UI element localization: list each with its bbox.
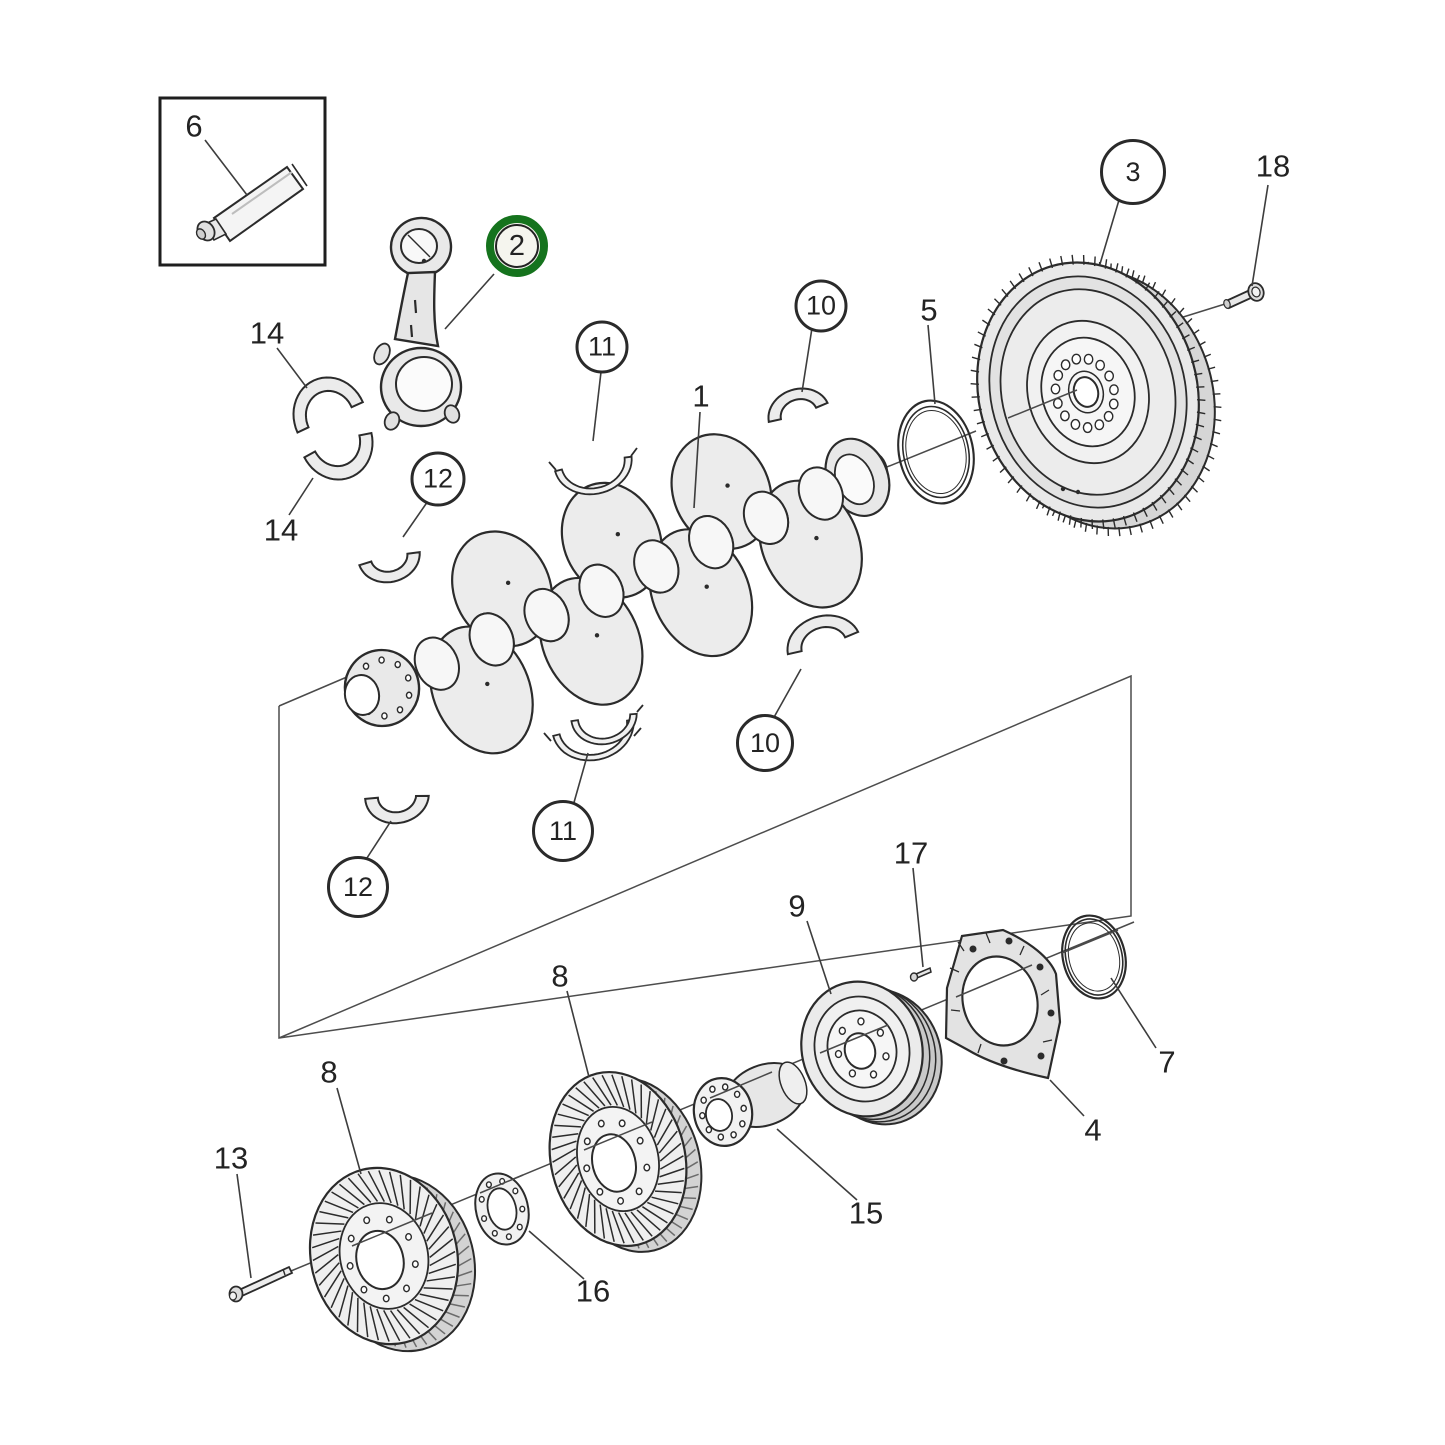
callout-8[interactable]: 8 (320, 1057, 337, 1088)
reference-plane-outline (278, 674, 1132, 1039)
leader-lines (204, 139, 1269, 1280)
callout-13[interactable]: 13 (214, 1143, 248, 1174)
callout-17[interactable]: 17 (894, 838, 928, 869)
rear-seal-ring (897, 399, 975, 505)
callout-number: 16 (575, 1273, 611, 1309)
callout-9[interactable]: 9 (788, 891, 805, 922)
front-seal-ring (1061, 914, 1127, 1000)
callout-number: 10 (805, 290, 837, 321)
flywheel (970, 254, 1222, 537)
seal-carrier (944, 928, 1062, 1080)
callout-number: 6 (185, 108, 203, 144)
callout-number: 17 (893, 835, 929, 871)
callout-7[interactable]: 7 (1158, 1047, 1175, 1078)
callout-number: 4 (1084, 1112, 1102, 1148)
callout-16[interactable]: 16 (576, 1276, 610, 1307)
callout-number: 8 (320, 1054, 338, 1090)
hub-15 (692, 1061, 808, 1147)
callout-4[interactable]: 4 (1084, 1115, 1101, 1146)
callout-1[interactable]: 1 (692, 381, 709, 412)
callout-15[interactable]: 15 (849, 1198, 883, 1229)
callout-number: 5 (920, 292, 938, 328)
sealant-tube (195, 163, 308, 243)
bearing-shells (292, 376, 860, 825)
callout-number: 10 (749, 727, 781, 758)
callout-number: 14 (249, 315, 285, 351)
callout-number: 13 (213, 1140, 249, 1176)
callout-number: 14 (263, 512, 299, 548)
callout-10[interactable]: 10 (794, 279, 848, 333)
callout-number: 7 (1158, 1044, 1176, 1080)
callout-12[interactable]: 12 (410, 451, 466, 507)
highlight-inner-ring (495, 224, 539, 268)
spacer-ring-16 (474, 1172, 530, 1246)
long-bolt (228, 1265, 294, 1303)
callout-14[interactable]: 14 (264, 515, 298, 546)
callout-number: 11 (587, 331, 617, 362)
callout-number: 1 (692, 378, 710, 414)
callout-3[interactable]: 3 (1100, 139, 1166, 205)
callout-number: 8 (551, 958, 569, 994)
callout-number: 9 (788, 888, 806, 924)
callout-10[interactable]: 10 (736, 714, 794, 772)
set-screw (909, 966, 932, 982)
callout-2[interactable]: 2 (486, 215, 548, 277)
callout-number: 2 (508, 229, 526, 262)
callout-8[interactable]: 8 (551, 961, 568, 992)
axis-overlays (351, 389, 1119, 1247)
callout-11[interactable]: 11 (532, 800, 594, 862)
vibration-damper-rear (548, 1070, 703, 1253)
callout-5[interactable]: 5 (920, 295, 937, 326)
vibration-damper-front (308, 1166, 477, 1353)
callout-11[interactable]: 11 (575, 320, 629, 374)
callout-number: 15 (848, 1195, 884, 1231)
callout-18[interactable]: 18 (1256, 151, 1290, 182)
callout-14[interactable]: 14 (250, 318, 284, 349)
callout-number: 12 (342, 871, 374, 902)
flywheel-bolt (1223, 282, 1265, 310)
callout-number: 3 (1125, 156, 1141, 187)
callout-number: 11 (548, 815, 578, 846)
crankshaft (343, 433, 891, 755)
callout-number: 12 (422, 463, 454, 494)
callout-number: 18 (1255, 148, 1291, 184)
connecting-rod (373, 216, 463, 431)
callout-12[interactable]: 12 (327, 856, 389, 918)
callout-6[interactable]: 6 (185, 111, 202, 142)
crank-pulley (800, 980, 943, 1126)
